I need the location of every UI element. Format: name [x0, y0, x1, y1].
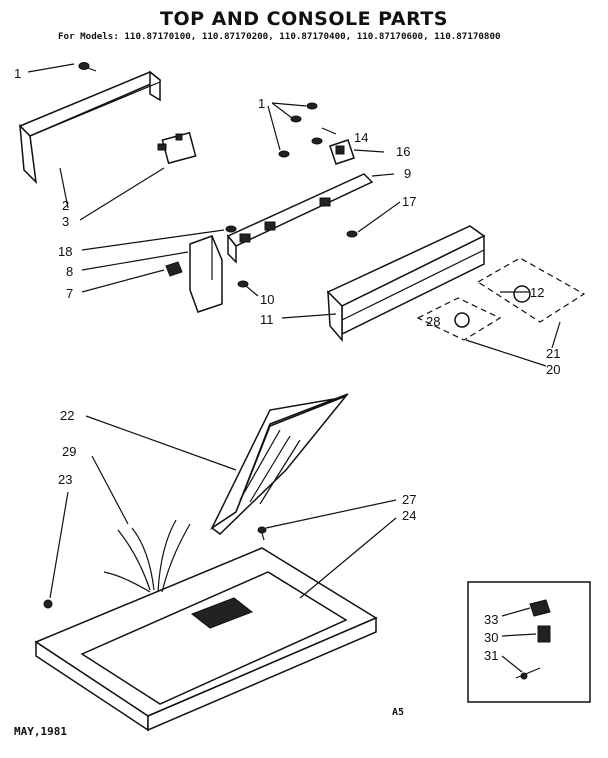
wire-harness	[103, 519, 191, 593]
knob-region-lower	[416, 297, 502, 341]
callout-14: 14	[354, 130, 368, 145]
callout-28: 28	[426, 314, 440, 329]
end-cap	[189, 235, 223, 313]
clip-icon	[329, 139, 355, 165]
callout-22: 22	[60, 408, 74, 423]
callout-3: 3	[62, 214, 69, 229]
knob-region	[476, 257, 586, 323]
callout-30: 30	[484, 630, 498, 645]
callout-18: 18	[58, 244, 72, 259]
console-panel	[326, 225, 486, 343]
callout-24: 24	[402, 508, 416, 523]
callout-9: 9	[404, 166, 411, 181]
callout-12: 12	[530, 285, 544, 300]
callout-7: 7	[66, 286, 73, 301]
console-back-panel	[18, 70, 162, 185]
callout-labels: 1 1 14 16 9 17 2 3 18 8 7 10 11 12 28 21…	[14, 66, 560, 663]
diagram-code: A5	[392, 707, 405, 718]
screw-icon	[78, 62, 97, 72]
callout-21: 21	[546, 346, 560, 361]
leader-lines	[27, 63, 561, 673]
lint-door	[210, 393, 349, 535]
console-bracket	[226, 173, 374, 264]
model-list: For Models: 110.87170100, 110.87170200, …	[58, 31, 501, 42]
callout-33: 33	[484, 612, 498, 627]
callout-11: 11	[260, 312, 274, 327]
callout-27: 27	[402, 492, 416, 507]
door-screw-icon	[257, 526, 267, 541]
page-title: TOP AND CONSOLE PARTS	[160, 8, 448, 30]
callout-31: 31	[484, 648, 498, 663]
small-clip-icon	[165, 261, 183, 277]
dryer-top-panel	[34, 547, 378, 732]
callout-8: 8	[66, 264, 73, 279]
callout-1a: 1	[14, 66, 21, 81]
callout-16: 16	[396, 144, 410, 159]
callout-2: 2	[62, 198, 69, 213]
callout-17: 17	[402, 194, 416, 209]
grommet-icon	[43, 599, 53, 609]
callout-29: 29	[62, 444, 76, 459]
screw-group-icon	[225, 102, 358, 288]
callout-10: 10	[260, 292, 274, 307]
callout-23: 23	[58, 472, 72, 487]
inset-parts-box	[467, 581, 591, 703]
switch-icon	[157, 131, 197, 165]
callout-20: 20	[546, 362, 560, 377]
date-stamp: MAY,1981	[14, 725, 67, 738]
callout-1b: 1	[258, 96, 265, 111]
